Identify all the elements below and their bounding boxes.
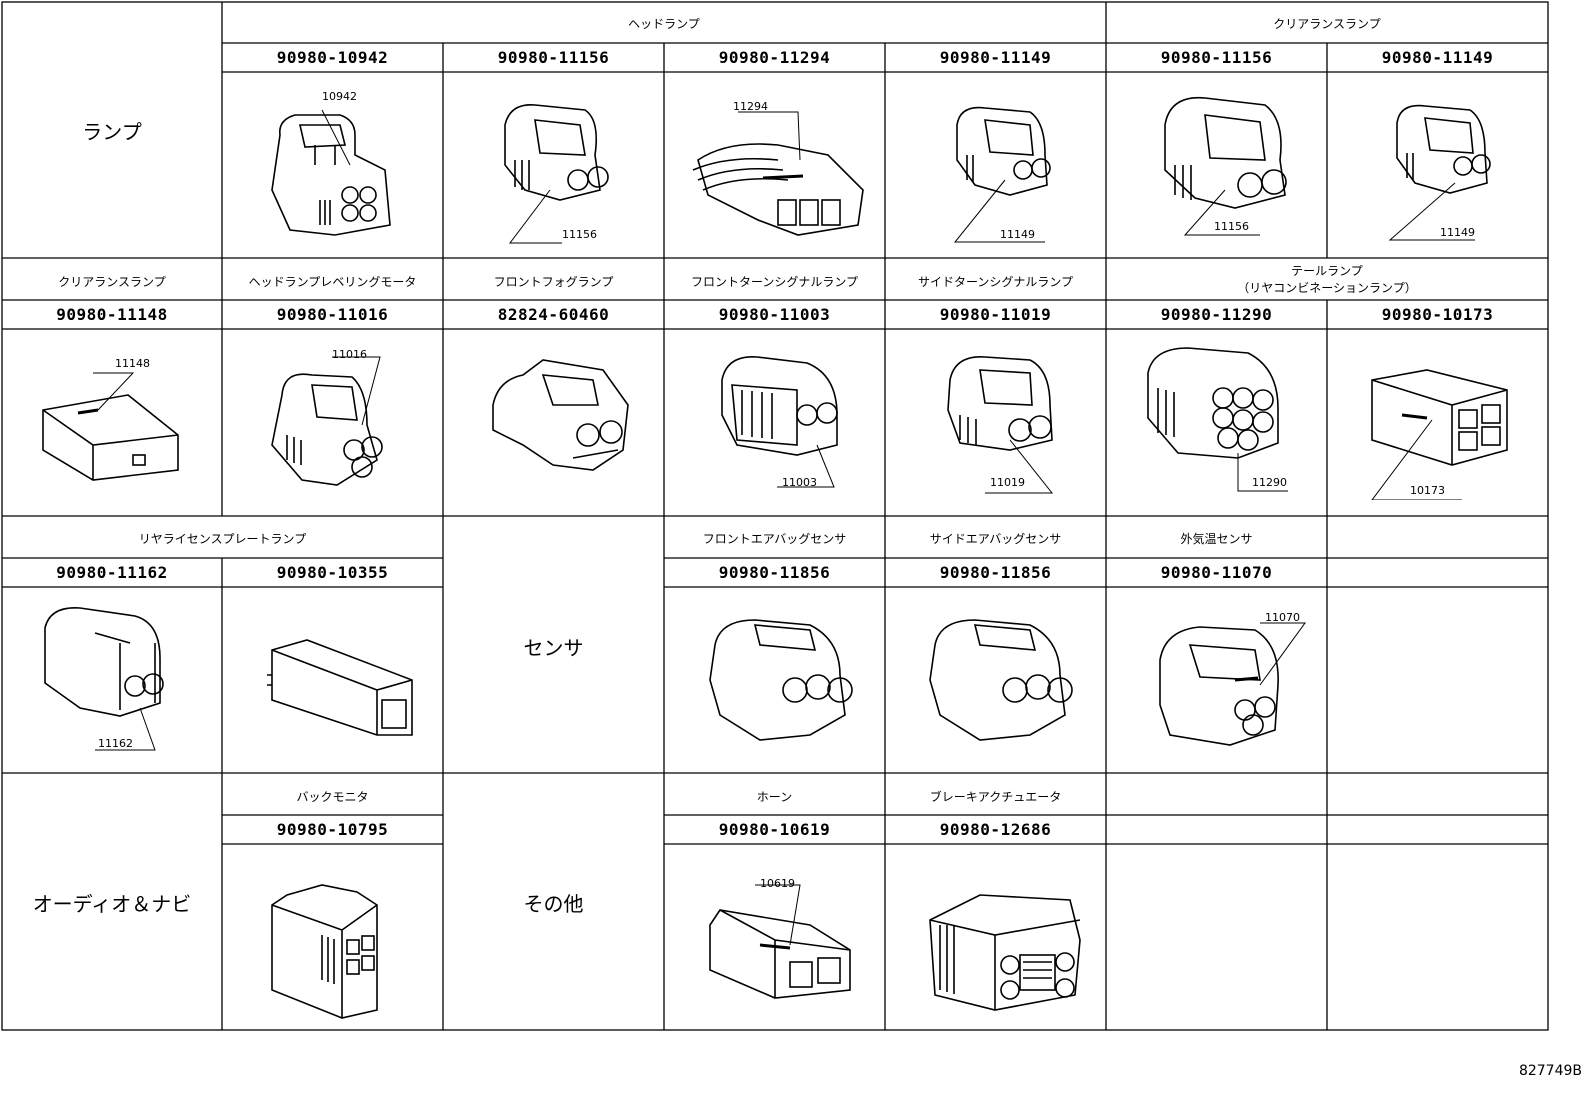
header-rear-license-plate-lamp: リヤライセンスプレートランプ bbox=[138, 532, 307, 546]
connector-illustration bbox=[271, 356, 383, 486]
category-other: その他 bbox=[523, 892, 584, 916]
connector-illustration bbox=[504, 104, 609, 244]
connector-code-label: 11156 bbox=[562, 228, 597, 241]
category-audio-navi: オーディオ＆ナビ bbox=[32, 892, 192, 916]
connector-code-label: 11148 bbox=[115, 357, 150, 370]
connector-illustration bbox=[42, 372, 179, 481]
connector-illustration bbox=[492, 359, 629, 471]
connector-illustration bbox=[953, 106, 1051, 243]
header-back-monitor: バックモニタ bbox=[296, 790, 369, 804]
part-number: 90980-12686 bbox=[939, 820, 1052, 839]
header-front-airbag-sensor: フロントエアバッグセンサ bbox=[702, 532, 847, 546]
part-number: 90980-11016 bbox=[276, 305, 389, 324]
part-number: 90980-11149 bbox=[939, 48, 1052, 67]
part-number: 90980-11149 bbox=[1381, 48, 1494, 67]
connector-illustration bbox=[929, 894, 1081, 1011]
connector-illustration bbox=[709, 619, 853, 741]
header-front-turn-signal: フロントターンシグナルランプ bbox=[690, 275, 859, 289]
connector-illustration bbox=[1147, 347, 1288, 492]
connector-code-label: 10619 bbox=[760, 877, 795, 890]
part-number: 90980-10173 bbox=[1381, 305, 1494, 324]
connector-code-label: 11149 bbox=[1440, 226, 1475, 239]
part-number: 90980-11019 bbox=[939, 305, 1052, 324]
header-side-airbag-sensor: サイドエアバッグセンサ bbox=[929, 532, 1062, 546]
connector-code-label: 11019 bbox=[990, 476, 1025, 489]
part-number: 90980-10795 bbox=[276, 820, 389, 839]
header-tail-lamp: テールランプ bbox=[1291, 264, 1363, 278]
connector-code-label: 10942 bbox=[322, 90, 357, 103]
category-lamp: ランプ bbox=[82, 120, 142, 144]
connector-illustration bbox=[947, 356, 1054, 494]
part-number: 90980-11290 bbox=[1160, 305, 1273, 324]
connector-illustration bbox=[1164, 96, 1287, 236]
connector-illustration bbox=[709, 884, 851, 999]
header-brake-actuator: ブレーキアクチュエータ bbox=[929, 790, 1062, 804]
header-clearance-lamp: クリアランスランプ bbox=[1273, 17, 1381, 31]
part-number: 82824-60460 bbox=[497, 305, 610, 324]
part-number: 90980-11156 bbox=[1160, 48, 1273, 67]
connector-code-label: 11290 bbox=[1252, 476, 1287, 489]
part-number: 90980-11856 bbox=[718, 563, 831, 582]
connector-illustration bbox=[692, 111, 864, 236]
connector-code-label: 11070 bbox=[1265, 611, 1300, 624]
figure-id: 827749B bbox=[1518, 1063, 1582, 1079]
part-number: 90980-11162 bbox=[56, 563, 168, 582]
connector-code-label: 10173 bbox=[1410, 484, 1445, 497]
part-number: 90980-11156 bbox=[497, 48, 610, 67]
connector-illustration bbox=[271, 884, 378, 1019]
connector-code-label: 11003 bbox=[782, 476, 817, 489]
part-number: 90980-11856 bbox=[939, 563, 1052, 582]
header-clearance-lamp: クリアランスランプ bbox=[58, 275, 166, 289]
header-ambient-temp-sensor: 外気温センサ bbox=[1180, 532, 1253, 546]
connector-illustration bbox=[1159, 622, 1306, 746]
connector-illustration bbox=[44, 607, 164, 751]
header-headlamp-leveling-motor: ヘッドランプレベリングモータ bbox=[248, 275, 417, 289]
connector-code-label: 11162 bbox=[98, 737, 133, 750]
connector-illustration bbox=[267, 639, 413, 736]
category-sensor: センサ bbox=[523, 636, 584, 660]
part-number: 90980-10355 bbox=[276, 563, 389, 582]
connector-code-label: 11156 bbox=[1214, 220, 1249, 233]
part-number: 90980-11003 bbox=[718, 305, 831, 324]
header-side-turn-signal: サイドターンシグナルランプ bbox=[917, 275, 1074, 289]
header-horn: ホーン bbox=[756, 790, 793, 804]
connector-illustration bbox=[1388, 104, 1491, 241]
part-number: 90980-11070 bbox=[1160, 563, 1273, 582]
connector-illustration bbox=[271, 109, 391, 236]
connector-code-label: 11294 bbox=[733, 100, 768, 113]
header-front-fog-lamp: フロントフォグランプ bbox=[493, 275, 614, 289]
connector-illustration bbox=[721, 356, 838, 488]
part-number: 90980-11148 bbox=[56, 305, 168, 324]
connector-code-label: 11149 bbox=[1000, 228, 1035, 241]
part-number: 90980-11294 bbox=[718, 48, 831, 67]
header-headlamp: ヘッドランプ bbox=[628, 17, 700, 31]
connector-code-label: 11016 bbox=[332, 348, 367, 361]
header-tail-lamp-sub: （リヤコンビネーションランプ） bbox=[1237, 281, 1417, 295]
connector-illustration bbox=[1371, 369, 1508, 500]
part-number: 90980-10942 bbox=[276, 48, 389, 67]
connector-illustration bbox=[929, 619, 1073, 741]
part-number: 90980-10619 bbox=[718, 820, 831, 839]
